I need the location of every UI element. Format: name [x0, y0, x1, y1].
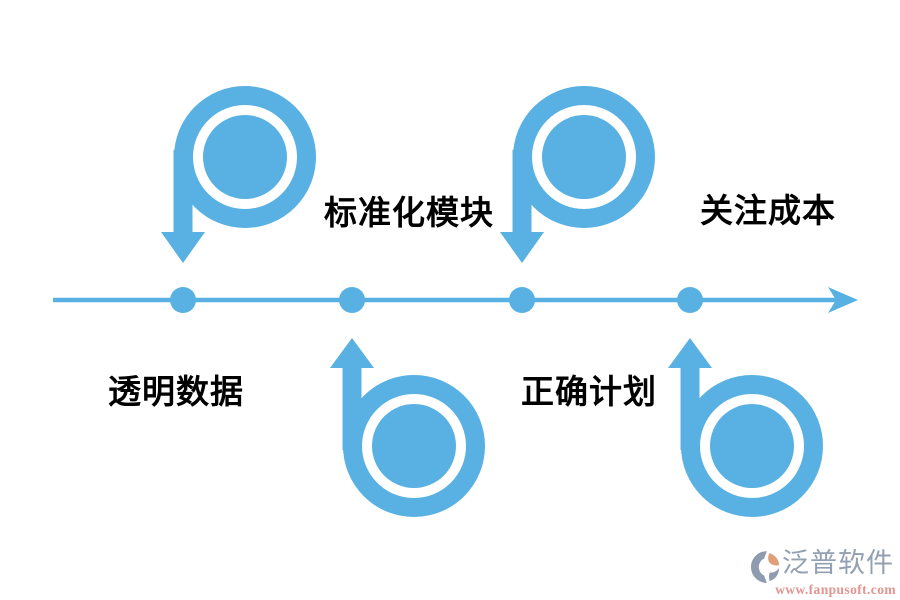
fanpu-logo-icon: [750, 551, 780, 583]
milestone-label: 关注成本: [700, 192, 836, 229]
milestone-dot: [339, 287, 365, 313]
milestone-label: 正确计划: [521, 373, 657, 410]
b-spiral-up-icon: [330, 338, 485, 517]
b-spiral-up-icon: [668, 338, 814, 508]
milestone-label: 透明数据: [108, 373, 244, 410]
milestone-dot: [170, 287, 196, 313]
watermark-brand: 泛普软件: [782, 548, 894, 578]
watermark-url: www.fanpusoft.com: [775, 582, 896, 597]
watermark: 泛普软件 www.fanpusoft.com: [750, 548, 896, 598]
milestone-label: 标准化模块: [324, 194, 494, 231]
milestone-dot: [509, 287, 535, 313]
timeline-arrowhead-icon: [828, 287, 858, 313]
milestone-dot: [677, 287, 703, 313]
p-spiral-down-icon: [161, 86, 316, 263]
p-spiral-down-icon: [500, 96, 646, 264]
